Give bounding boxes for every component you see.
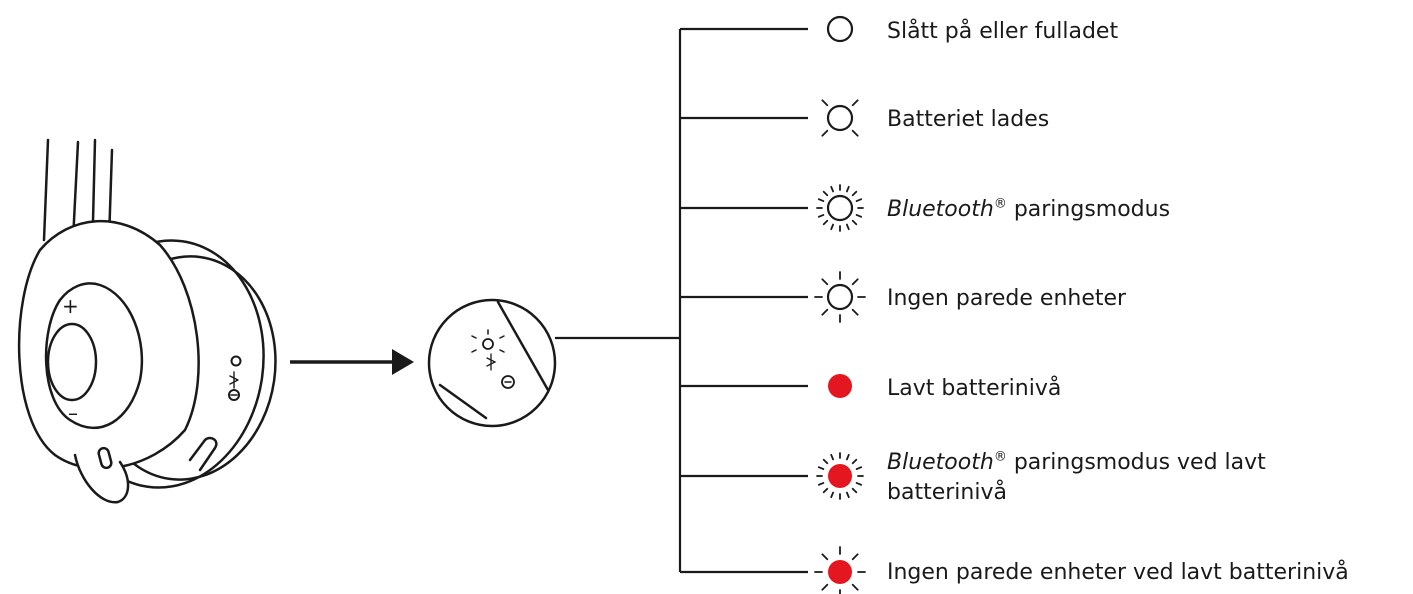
legend-label-pairing-low-text: paringsmodus ved lavt batterinivå xyxy=(887,450,1266,505)
legend-label-pairing-low: Bluetooth® paringsmodus ved lavt batteri… xyxy=(887,448,1357,508)
led-on-icon xyxy=(826,15,854,43)
arrow-icon xyxy=(290,349,414,375)
registered-mark: ® xyxy=(993,196,1007,212)
legend-label-on-text: Slått på eller fulladet xyxy=(887,19,1119,44)
bluetooth-brand: Bluetooth xyxy=(887,450,994,475)
legend-label-no-paired-low-text: Ingen parede enheter ved lavt batteriniv… xyxy=(887,560,1349,585)
legend-label-no-paired-low: Ingen parede enheter ved lavt batteriniv… xyxy=(887,558,1349,588)
legend-label-low-battery-text: Lavt batterinivå xyxy=(887,376,1062,401)
legend-label-low-battery: Lavt batterinivå xyxy=(887,374,1061,404)
registered-mark: ® xyxy=(993,449,1007,465)
headset-illustration xyxy=(17,138,277,504)
legend-label-pairing-text: paringsmodus xyxy=(1013,197,1171,222)
legend-label-on: Slått på eller fulladet xyxy=(887,17,1118,47)
legend-led-icons xyxy=(814,15,866,594)
led-pairing-low-icon xyxy=(816,452,864,500)
led-detail-zoom xyxy=(427,298,557,428)
volume-down-symbol: – xyxy=(68,401,78,425)
legend-label-no-paired: Ingen parede enheter xyxy=(887,284,1126,314)
led-no-paired-icon xyxy=(814,271,866,323)
legend-label-no-paired-text: Ingen parede enheter xyxy=(887,286,1127,311)
legend-label-charging: Batteriet lades xyxy=(887,105,1049,135)
legend-connector-lines xyxy=(555,27,808,574)
led-charging-icon xyxy=(821,99,859,137)
led-pairing-icon xyxy=(816,184,864,232)
legend-label-pairing: Bluetooth® paringsmodus xyxy=(887,195,1170,225)
legend-label-charging-text: Batteriet lades xyxy=(887,107,1050,132)
led-low-battery-icon xyxy=(828,374,852,398)
bluetooth-brand: Bluetooth xyxy=(887,197,994,222)
volume-up-symbol: + xyxy=(62,294,79,318)
led-no-paired-low-icon xyxy=(814,546,866,594)
